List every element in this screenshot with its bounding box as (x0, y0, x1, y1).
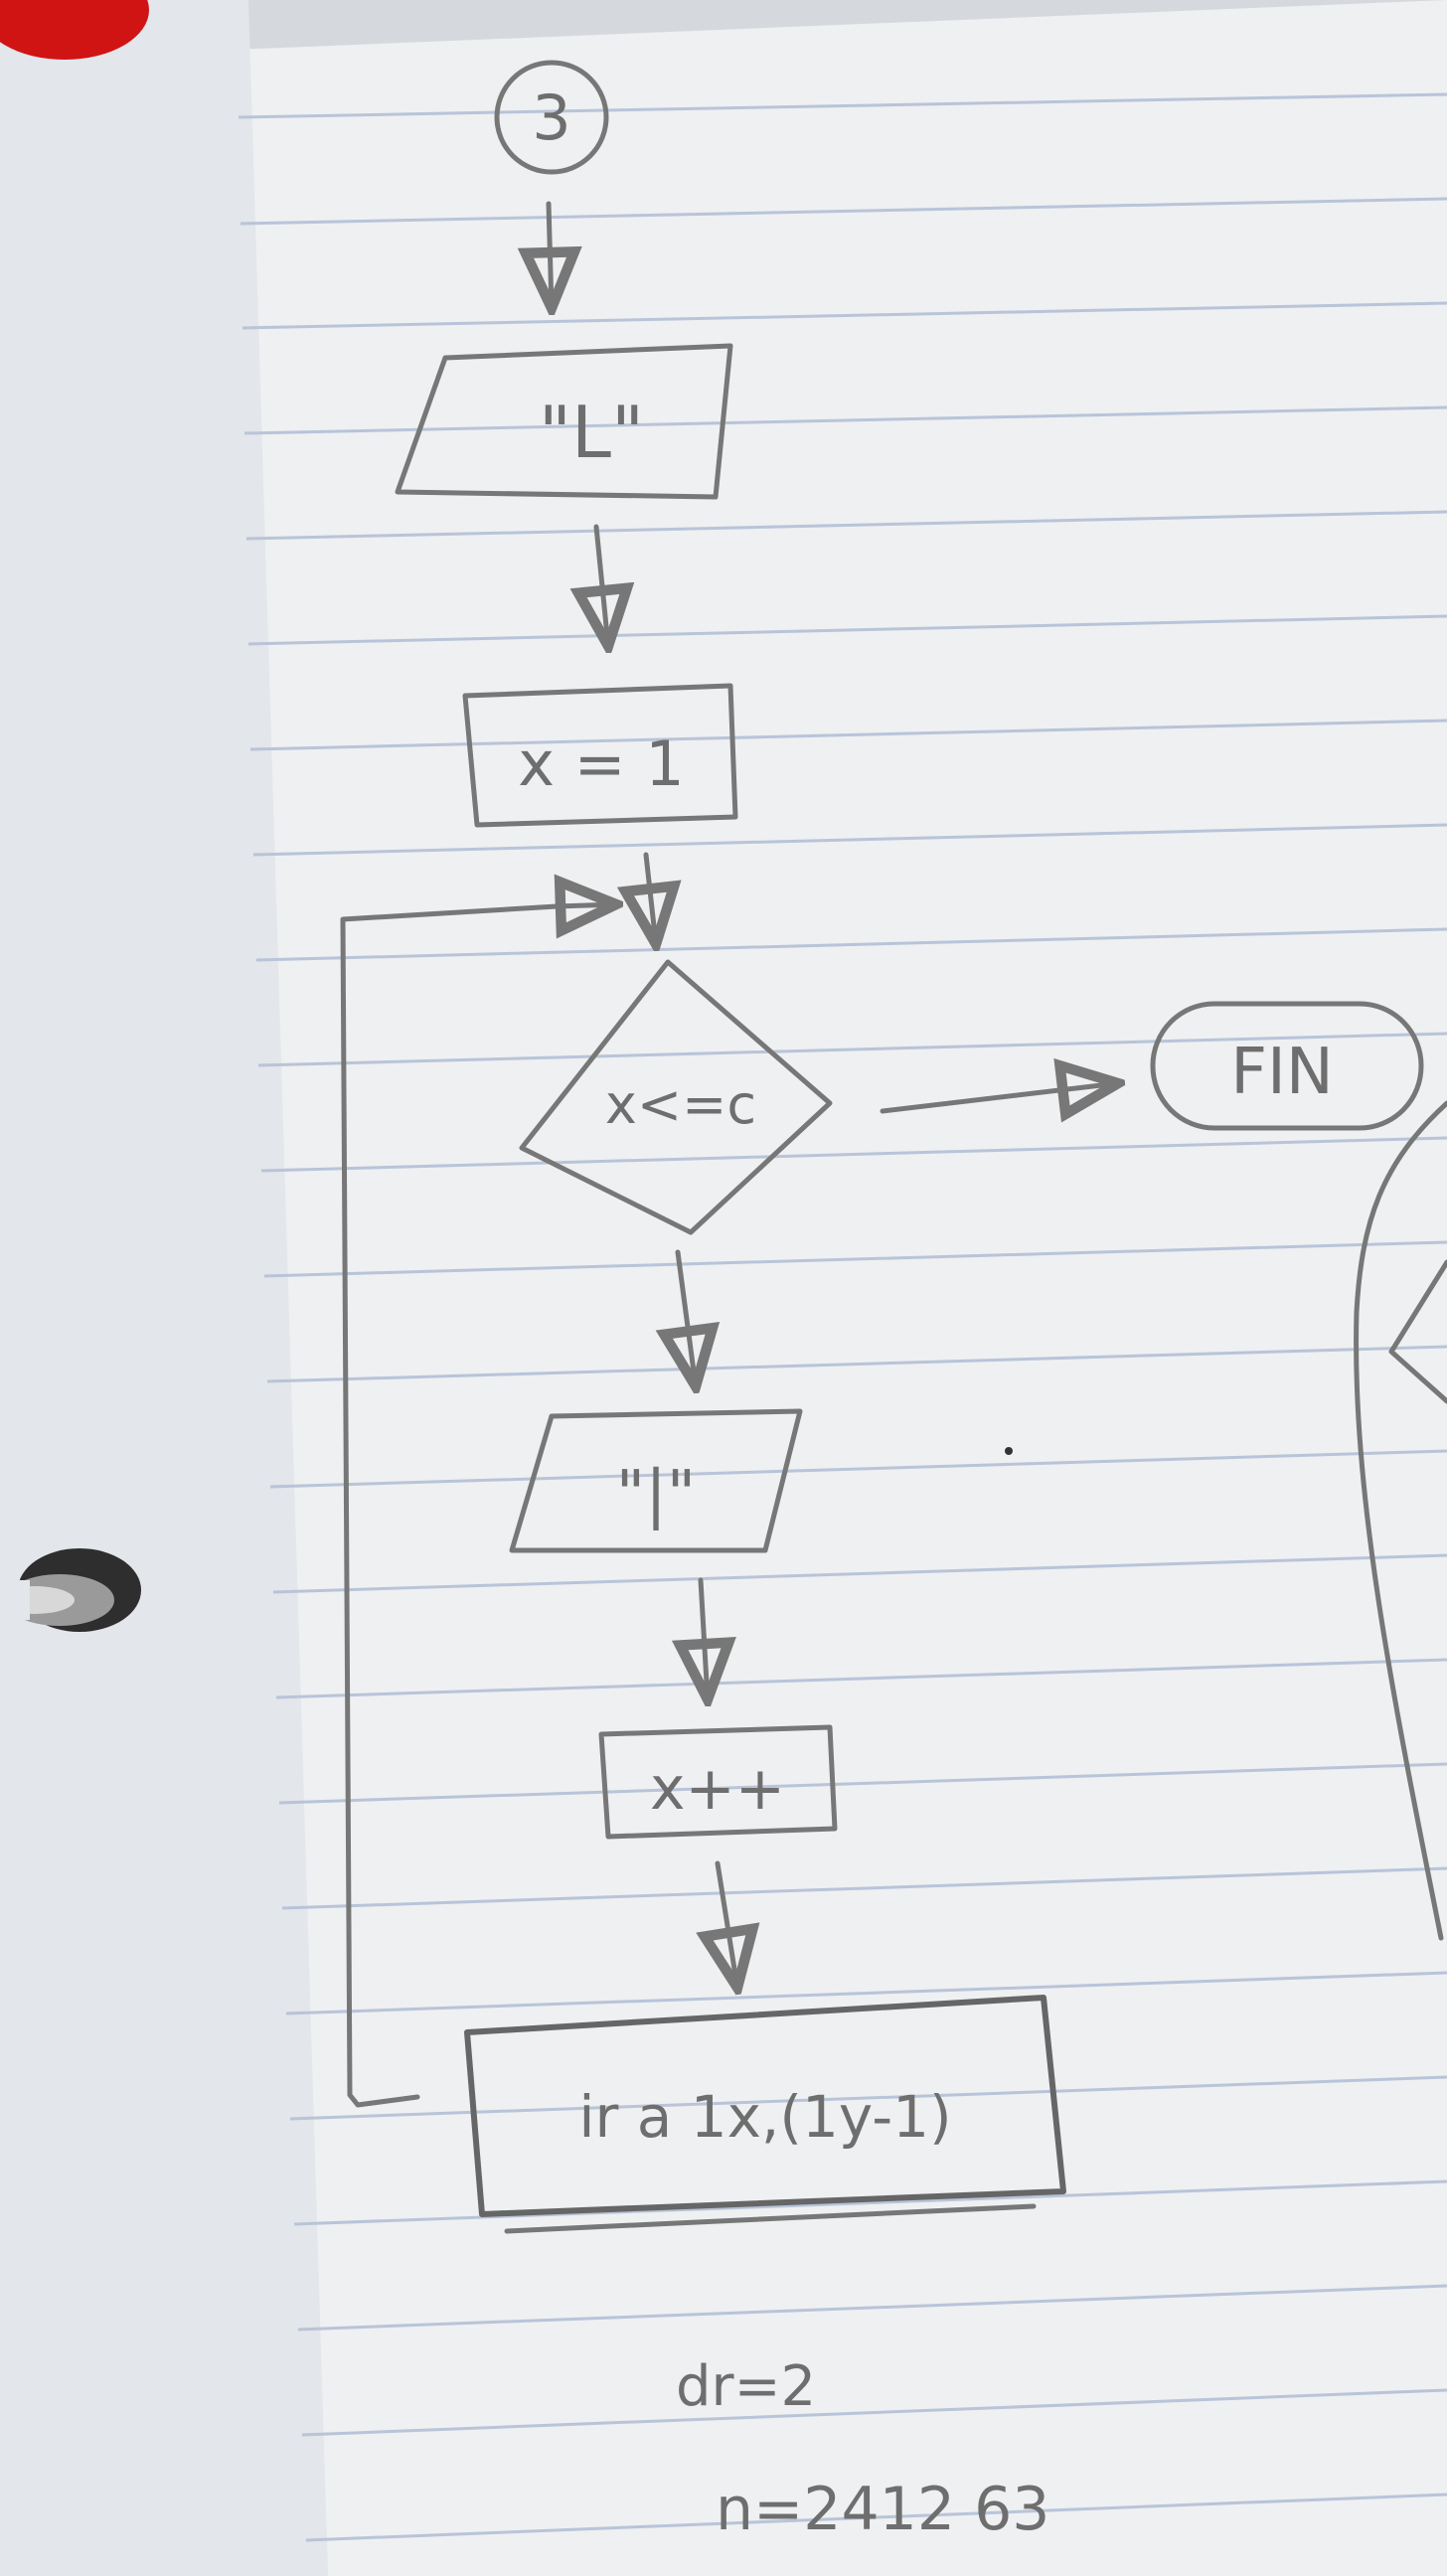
note-line-2: n=2412 63 (716, 2475, 1049, 2544)
output-1-text: "L" (539, 391, 644, 474)
note-line-1: dr=2 (676, 2354, 816, 2419)
goto-text: ir a 1x,(1y-1) (578, 2083, 951, 2151)
arrow (701, 1577, 708, 1699)
increment-text: x++ (650, 1754, 785, 1824)
arrow (678, 1249, 696, 1386)
loop-back-line (340, 903, 560, 2108)
terminal-text: FIN (1230, 1036, 1334, 1109)
increment-box (598, 1724, 838, 1840)
arrow (880, 1083, 1118, 1111)
ruled-lines (238, 92, 1447, 2542)
connector-label: 3 (532, 81, 570, 154)
terminal-fin (1150, 1001, 1424, 1131)
goto-box (464, 1995, 1066, 2217)
condition-text: x<=c (605, 1073, 756, 1136)
paper-sheet (234, 0, 1447, 2576)
output-parallelogram (509, 1408, 803, 1553)
red-sticker (0, 0, 149, 60)
partial-diamond (1388, 1259, 1447, 1404)
arrow (549, 201, 552, 308)
arrow (718, 1860, 737, 1988)
underline (504, 2203, 1037, 2234)
assign-box (462, 683, 738, 828)
binder-ring-icon (0, 1548, 141, 1632)
assign-text: x = 1 (518, 727, 685, 800)
decision-diamond (519, 959, 833, 1235)
arrow (646, 852, 656, 944)
output-parallelogram (395, 343, 733, 500)
connector-circle (494, 60, 609, 175)
loop-back-arrow (554, 904, 616, 906)
arrow (596, 524, 608, 646)
partial-shape (1354, 1100, 1447, 1941)
output-2-text: "|" (616, 1458, 696, 1531)
